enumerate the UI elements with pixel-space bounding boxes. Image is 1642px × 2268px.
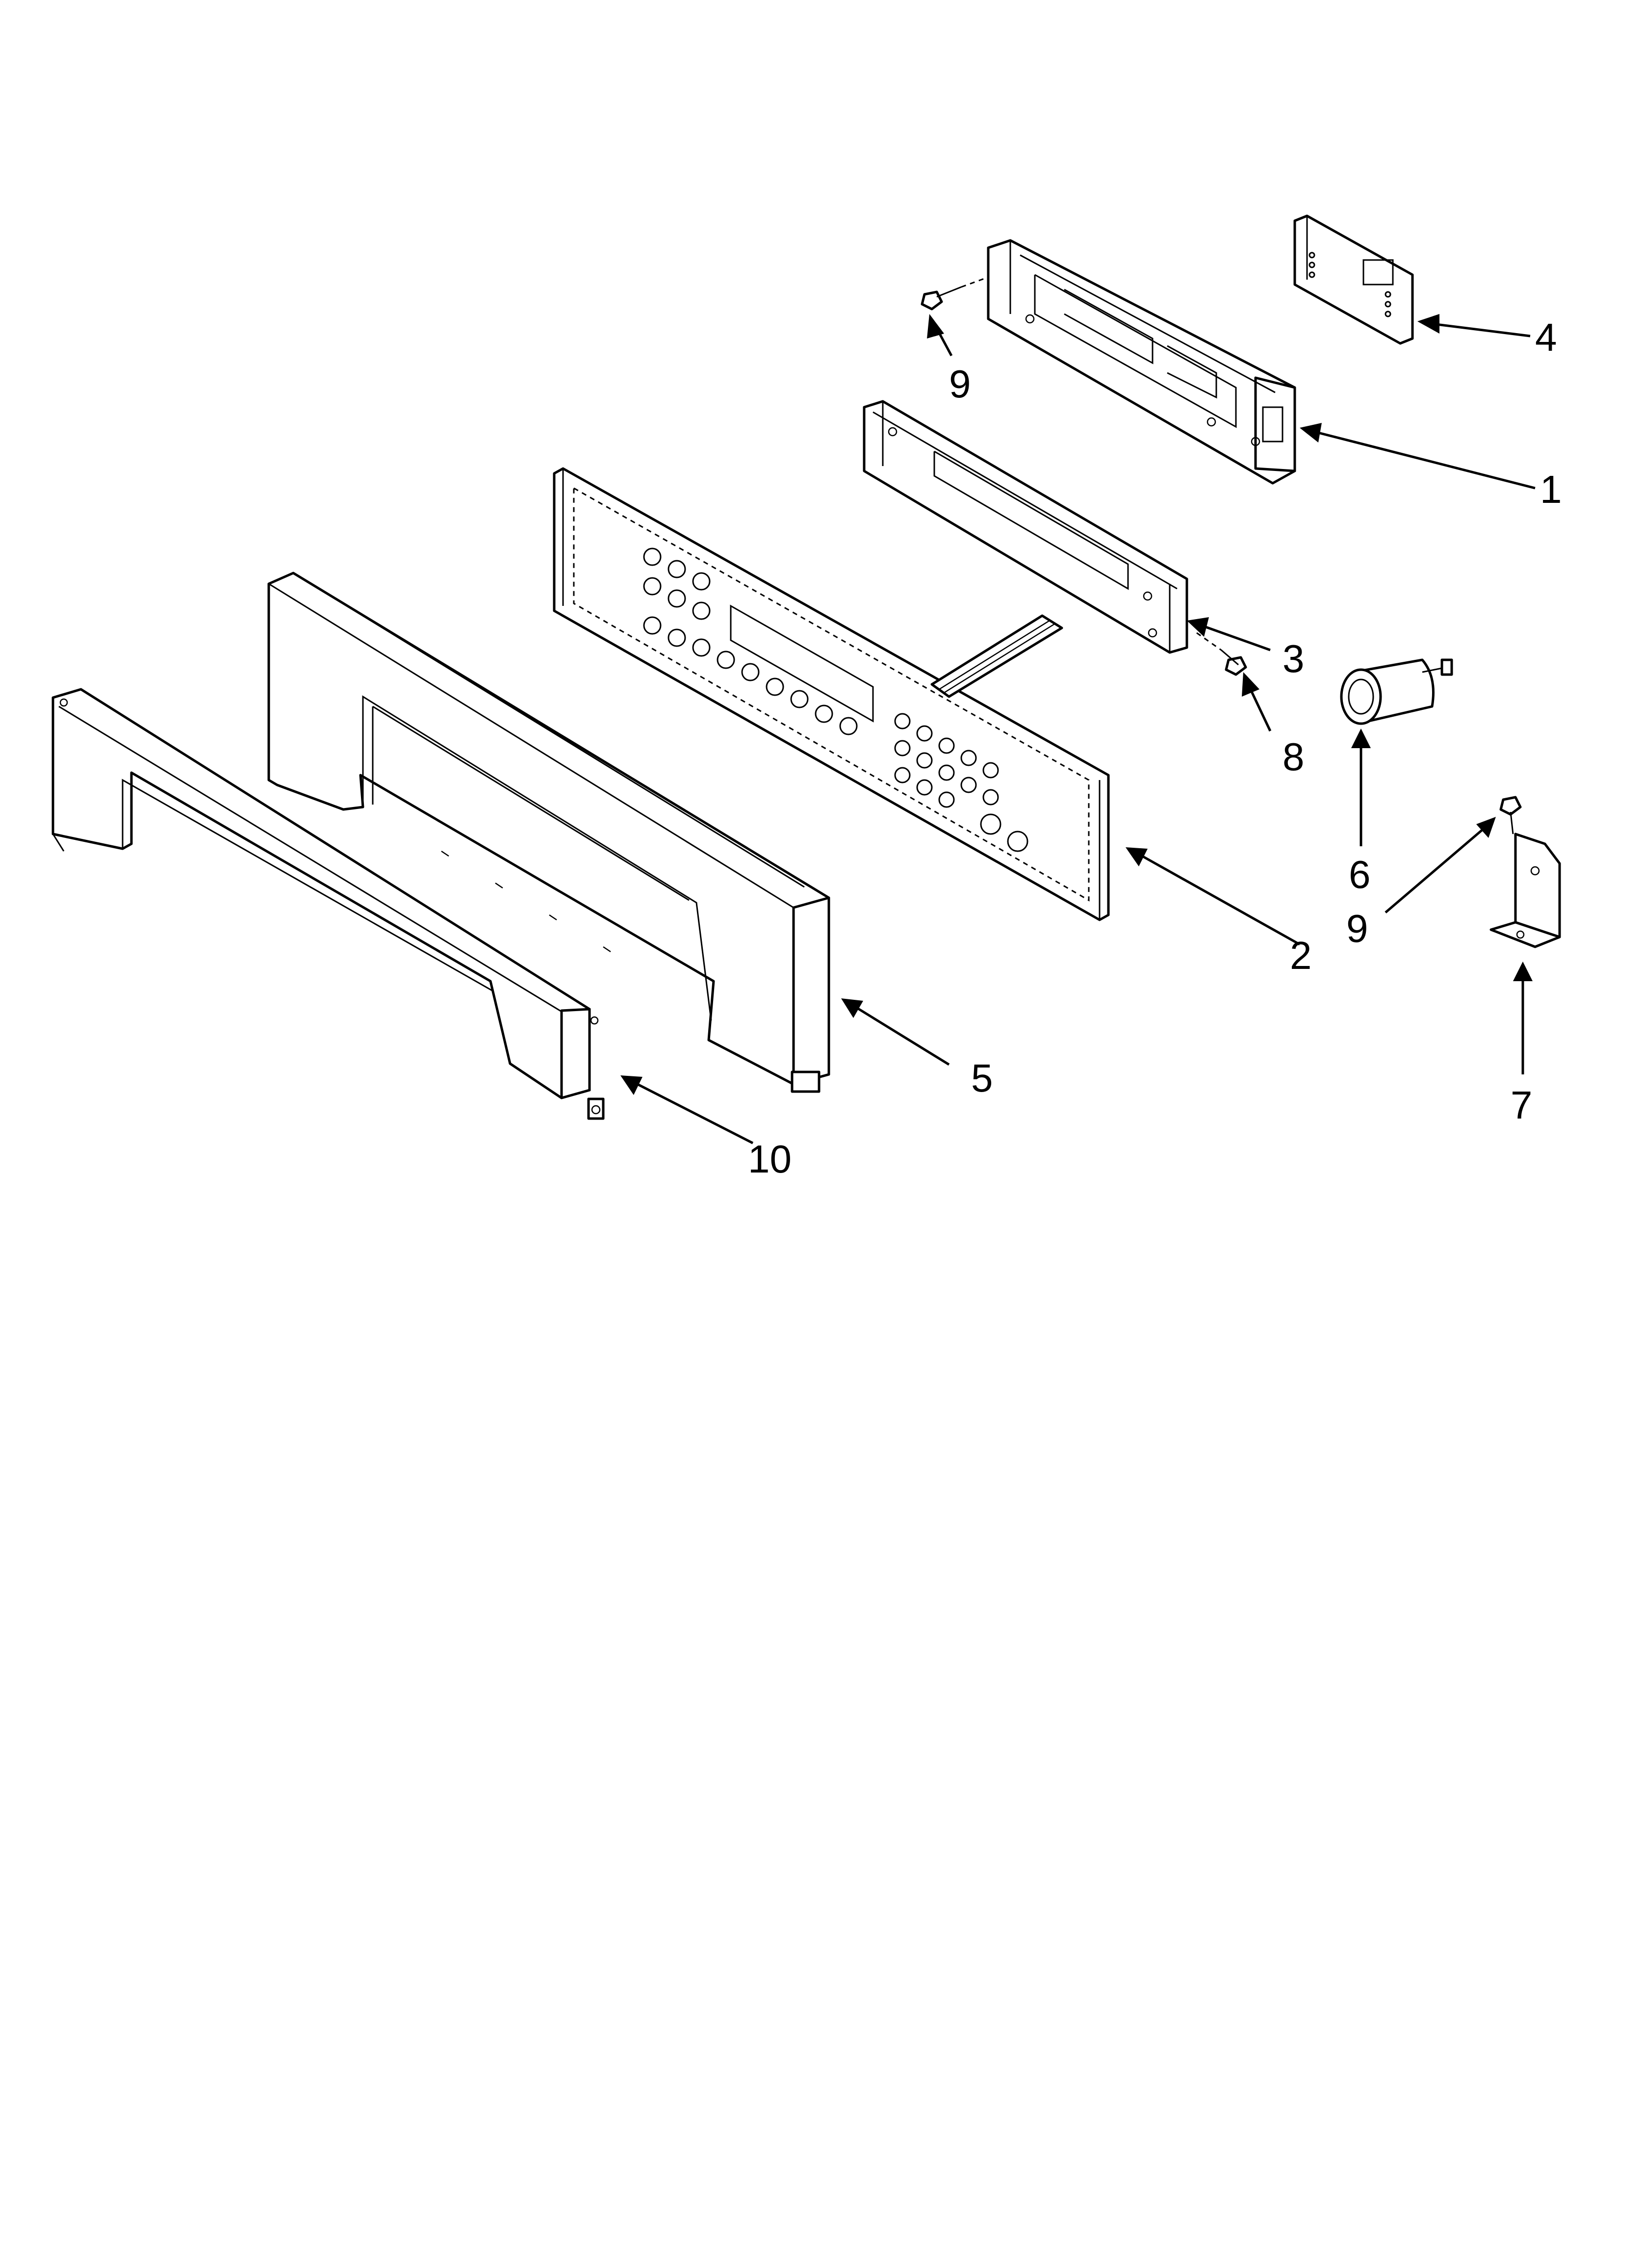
part-4-circuit-board [1293,214,1414,345]
part-6-cylinder [1340,658,1453,725]
part-1-control-housing [987,239,1296,485]
screw-8 [1196,632,1247,676]
callout-labels: 9 4 1 3 8 6 9 2 5 7 10 [748,315,1562,1181]
callout-1: 1 [1540,468,1562,511]
callout-3: 3 [1283,637,1305,680]
callout-7: 7 [1511,1083,1533,1127]
callout-8: 8 [1283,735,1305,779]
callout-10: 10 [748,1137,792,1181]
screw-9-right [1499,796,1522,834]
callout-9-right: 9 [1346,907,1368,950]
callout-2: 2 [1290,934,1312,977]
callout-6: 6 [1349,853,1371,896]
part-3-bracket [863,400,1188,654]
part-10-trim [51,688,605,1120]
part-7-l-bracket [1489,833,1561,948]
callout-9-top: 9 [949,362,971,406]
screw-9-top [921,276,989,311]
part-2-control-overlay [553,467,1110,921]
overlay-buttons [643,547,1028,852]
callout-5: 5 [971,1056,993,1100]
leader-lines [620,314,1536,1145]
part-5-panel [267,572,830,1093]
callout-4: 4 [1535,315,1557,359]
